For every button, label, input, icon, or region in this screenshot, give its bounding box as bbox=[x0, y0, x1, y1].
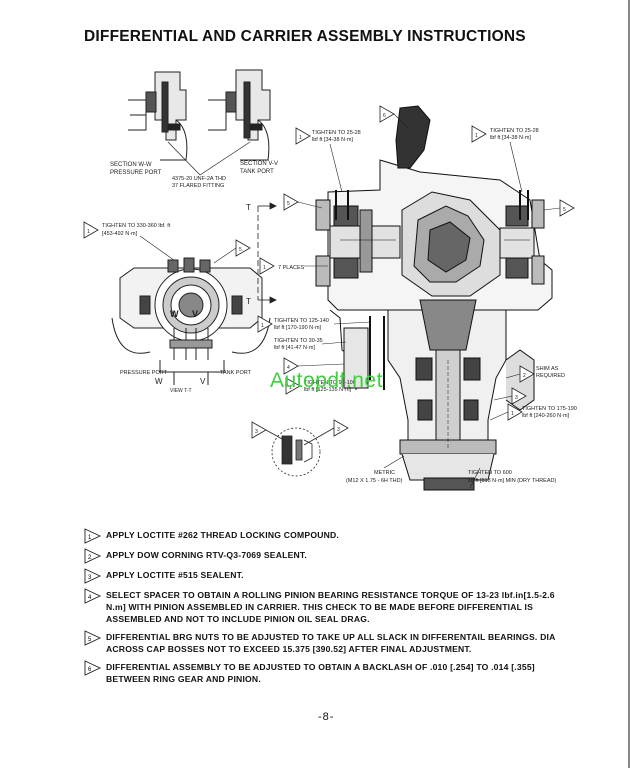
svg-text:2: 2 bbox=[88, 555, 92, 561]
v-marker: V bbox=[192, 309, 198, 319]
callout-3-detail-b: 3 bbox=[333, 419, 349, 437]
note-2-triangle-icon: 2 bbox=[84, 548, 102, 564]
svg-text:6: 6 bbox=[383, 113, 386, 119]
note-3-text: APPLY LOCTITE #515 SEALENT. bbox=[106, 570, 244, 580]
tighten-25-left-label: TIGHTEN TO 25-28 bbox=[312, 130, 361, 136]
t-marker-bottom: T bbox=[246, 297, 251, 306]
seven-places-label: 7 PLACES bbox=[278, 265, 305, 271]
svg-text:5: 5 bbox=[287, 201, 290, 207]
tank-port-top-label: TANK PORT bbox=[240, 169, 274, 175]
callout-4: 4 bbox=[283, 357, 299, 375]
tighten-125-label: TIGHTEN TO 125-140 bbox=[274, 318, 329, 324]
svg-text:5: 5 bbox=[239, 247, 242, 253]
tighten-175-label: TIGHTEN TO 175-190 bbox=[522, 406, 577, 412]
note-6-triangle-icon: 6 bbox=[84, 660, 102, 676]
svg-text:1: 1 bbox=[87, 229, 90, 235]
tighten-600-unit: lbf ft [813 N·m] MIN (DRY THREAD) bbox=[468, 478, 556, 484]
tighten-30-label: TIGHTEN TO 30-35 bbox=[274, 338, 323, 344]
callout-5-top-right: 5 bbox=[559, 199, 575, 217]
callout-1-90: 1 bbox=[285, 377, 301, 395]
seal-detail-sketch bbox=[265, 427, 335, 477]
svg-text:4: 4 bbox=[88, 595, 92, 601]
view-tt-sketch bbox=[111, 257, 271, 385]
pressure-port-top-label: PRESSURE PORT bbox=[110, 170, 162, 176]
svg-text:3: 3 bbox=[515, 395, 518, 401]
tighten-330-label: TIGHTEN TO 330-360 lbf. ft bbox=[102, 223, 171, 229]
metric-label: METRIC bbox=[374, 470, 395, 476]
watermark: Autopdf.net bbox=[270, 369, 383, 392]
svg-text:5: 5 bbox=[563, 207, 566, 213]
fitting-spec-line1: 4375-20 UNF-2A THD bbox=[172, 176, 226, 182]
svg-text:1: 1 bbox=[475, 133, 478, 139]
callout-1-left: 1 bbox=[83, 221, 99, 239]
svg-text:4: 4 bbox=[287, 365, 290, 371]
tighten-600-label: TIGHTEN TO 600 bbox=[468, 470, 512, 476]
section-vv-sketch bbox=[208, 69, 271, 161]
shim-label: SHIM AS bbox=[536, 366, 559, 372]
note-1-triangle-icon: 1 bbox=[84, 528, 102, 544]
tank-port-label: TANK PORT bbox=[220, 370, 252, 376]
section-line-tt bbox=[257, 202, 277, 304]
tighten-30-unit: lbf ft [41-47 N·m] bbox=[274, 345, 315, 351]
w-arrow-label: W bbox=[155, 377, 163, 386]
svg-text:3: 3 bbox=[255, 429, 258, 435]
svg-text:1: 1 bbox=[299, 135, 302, 141]
tighten-25-right-unit: lbf ft [34-38 N·m] bbox=[490, 135, 531, 141]
svg-text:2: 2 bbox=[523, 373, 526, 379]
tighten-330-metric: [453-492 N·m] bbox=[102, 231, 138, 237]
svg-text:6: 6 bbox=[88, 667, 92, 673]
tighten-90-line1: TIGHTEN TO 90-100 bbox=[304, 380, 356, 386]
metric-thread-label: (M12 X 1.75 - 6H THD) bbox=[346, 478, 403, 484]
view-tt-label: VIEW T-T bbox=[170, 388, 192, 394]
callout-6: 6 bbox=[379, 105, 395, 123]
fitting-spec-line2: 37 FLARED FITTING bbox=[172, 183, 224, 189]
callout-1-top-right: 1 bbox=[471, 125, 487, 143]
callout-1-125: 1 bbox=[257, 315, 273, 333]
callout-3-detail: 3 bbox=[251, 421, 267, 439]
w-marker: W bbox=[170, 309, 179, 319]
svg-text:3: 3 bbox=[88, 575, 92, 581]
svg-text:1: 1 bbox=[289, 385, 292, 391]
svg-text:1: 1 bbox=[88, 535, 92, 541]
section-ww-sketch bbox=[128, 71, 188, 161]
fitting-leaders bbox=[167, 141, 251, 176]
page-number: -8- bbox=[318, 711, 335, 723]
page-title: DIFFERENTIAL AND CARRIER ASSEMBLY INSTRU… bbox=[84, 28, 526, 45]
svg-text:1: 1 bbox=[511, 411, 514, 417]
callout-3-right: 3 bbox=[511, 387, 527, 405]
callout-5-top-left: 5 bbox=[283, 193, 299, 211]
svg-text:1: 1 bbox=[261, 323, 264, 329]
svg-text:3: 3 bbox=[337, 427, 340, 433]
shim-required-label: REQUIRED bbox=[536, 373, 565, 379]
note-6-text: DIFFERENTIAL ASSEMBLY TO BE ADJUSTED TO … bbox=[106, 662, 535, 684]
section-ww-label: SECTION W-W bbox=[110, 162, 152, 168]
tighten-175-unit: lbf ft [240-260 N·m] bbox=[522, 413, 570, 419]
note-1-text: APPLY LOCTITE #262 THREAD LOCKING COMPOU… bbox=[106, 530, 340, 540]
tighten-125-unit: lbf ft [170-190 N·m] bbox=[274, 325, 322, 331]
page-edge bbox=[628, 0, 630, 768]
tighten-25-right-label: TIGHTEN TO 25-28 bbox=[490, 128, 539, 134]
svg-text:1: 1 bbox=[263, 265, 266, 271]
v-arrow-label: V bbox=[200, 377, 206, 386]
note-5-text: DIFFERENTIAL BRG NUTS TO BE ADJUSTED TO … bbox=[106, 632, 556, 654]
note-4-text: SELECT SPACER TO OBTAIN A ROLLING PINION… bbox=[106, 590, 555, 624]
svg-text:5: 5 bbox=[88, 637, 92, 643]
callout-5-left: 5 bbox=[235, 239, 251, 257]
callout-1-places: 1 bbox=[259, 257, 275, 275]
callout-1-top-left: 1 bbox=[295, 127, 311, 145]
carrier-cross-section bbox=[315, 105, 553, 491]
pressure-port-label: PRESSURE PORT bbox=[120, 370, 168, 376]
note-4-triangle-icon: 4 bbox=[84, 588, 102, 604]
tighten-25-left-unit: lbf ft [34-38 N·m] bbox=[312, 137, 353, 143]
section-vv-label: SECTION V-V bbox=[240, 161, 278, 167]
note-3-triangle-icon: 3 bbox=[84, 568, 102, 584]
tighten-90-line2: lbf ft [125-135 N·m] bbox=[304, 387, 352, 393]
note-2-text: APPLY DOW CORNING RTV-Q3-7069 SEALENT. bbox=[106, 550, 307, 560]
note-5-triangle-icon: 5 bbox=[84, 630, 102, 646]
assembly-diagram: SECTION W-W PRESSURE PORT 4375-20 UNF-2A… bbox=[83, 69, 577, 491]
t-marker-top: T bbox=[246, 203, 251, 212]
